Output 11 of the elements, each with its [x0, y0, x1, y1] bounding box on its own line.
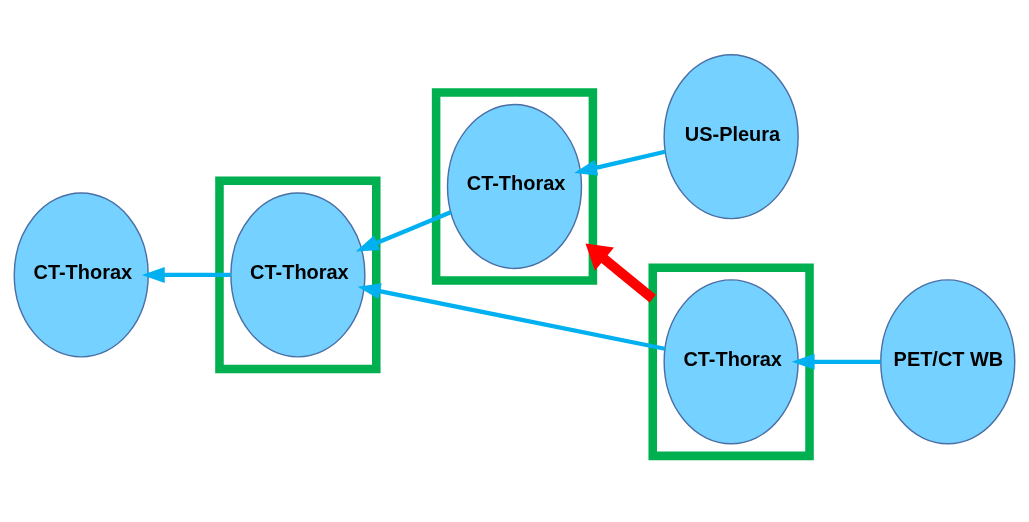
arrow	[355, 210, 452, 252]
arrow	[141, 266, 231, 283]
node-ellipse: CT-Thorax	[13, 192, 149, 358]
arrow	[585, 243, 656, 303]
arrow	[791, 353, 881, 370]
node-ellipse: US-Pleura	[663, 54, 799, 220]
node-ellipse: CT-Thorax	[663, 279, 799, 445]
arrow	[574, 149, 666, 176]
node-ellipse: PET/CT WB	[880, 279, 1016, 445]
node-ellipse: CT-Thorax	[446, 103, 583, 270]
node-ellipse: CT-Thorax	[230, 192, 366, 358]
